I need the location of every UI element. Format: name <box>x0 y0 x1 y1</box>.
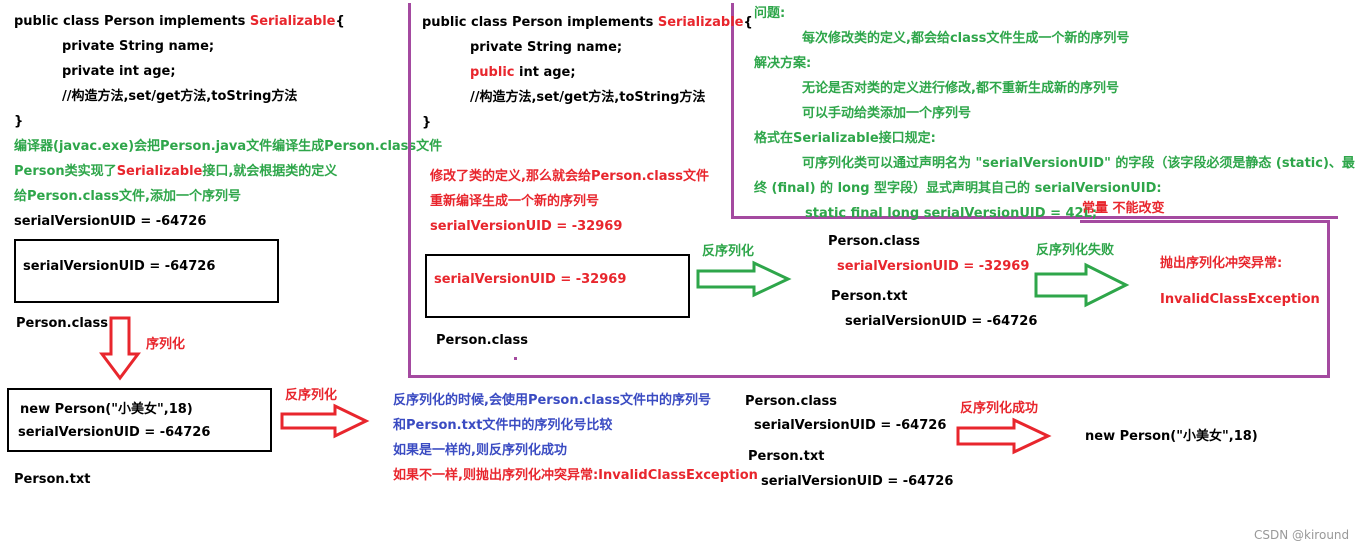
compile-note-line2-a: Person类实现了 <box>14 164 117 179</box>
deserialize-arrow-icon <box>280 403 370 439</box>
compile-note-line2: Person类实现了Serializable接口,就会根据类的定义 <box>14 164 337 180</box>
compile-note-line2-b: Serializable <box>116 164 203 179</box>
left-code-brace: { <box>335 14 345 29</box>
fail-label: 反序列化失败 <box>1036 243 1115 258</box>
mid-code-class-decl: public class Person implements <box>422 15 658 30</box>
mid-code-close: } <box>422 115 432 130</box>
compile-note-line1: 编译器(javac.exe)会把Person.java文件编译生成Person.… <box>14 139 443 154</box>
left-code-line4: //构造方法,set/get方法,toString方法 <box>62 89 298 104</box>
cmp-class-label: Person.class <box>828 234 921 249</box>
mid-deserialize-label: 反序列化 <box>702 244 755 259</box>
problem-label: 问题: <box>754 6 786 21</box>
mid-code-int-age: int age; <box>514 65 576 80</box>
ok-txt-uid: serialVersionUID = -64726 <box>761 474 954 489</box>
ok-class-uid: serialVersionUID = -64726 <box>754 418 947 433</box>
exception-line1: 抛出序列化冲突异常: <box>1160 256 1283 271</box>
mid-code-line1: public class Person implements Serializa… <box>422 15 753 31</box>
serialize-arrow-icon <box>99 316 141 381</box>
mid-class-box-uid: serialVersionUID = -32969 <box>434 272 627 287</box>
mid-note-uid: serialVersionUID = -32969 <box>430 219 623 234</box>
left-class-box <box>14 239 279 303</box>
success-label: 反序列化成功 <box>960 401 1039 416</box>
cmp-txt-label: Person.txt <box>831 289 908 304</box>
left-deserialize-label: 反序列化 <box>285 388 338 403</box>
mid-code-line2: private String name; <box>470 40 623 55</box>
compile-note-line3: 给Person.class文件,添加一个序列号 <box>14 189 241 204</box>
format-note: 常量 不能改变 <box>1082 201 1165 216</box>
success-arrow-icon <box>956 417 1052 455</box>
left-code-line1: public class Person implements Serializa… <box>14 14 345 30</box>
middle-frame-left <box>408 3 411 378</box>
problem-frame-stub <box>1080 220 1330 223</box>
left-code-close: } <box>14 114 24 129</box>
left-object-box <box>7 388 272 452</box>
problem-text: 每次修改类的定义,都会给class文件生成一个新的序列号 <box>802 31 1130 46</box>
left-class-label: Person.class <box>16 316 109 331</box>
mid-code-public: public <box>470 65 515 80</box>
format-code: static final long serialVersionUID = 42L… <box>805 206 1098 221</box>
mid-code-line4: //构造方法,set/get方法,toString方法 <box>470 90 706 105</box>
compile-note-line2-c: 接口,就会根据类的定义 <box>202 164 338 179</box>
format-label: 格式在Serializable接口规定: <box>754 131 936 146</box>
exception-line2: InvalidClassException <box>1160 292 1320 307</box>
purple-dot <box>514 357 517 360</box>
fail-arrow-icon <box>1034 262 1130 308</box>
left-txt-label: Person.txt <box>14 472 91 487</box>
left-class-box-uid: serialVersionUID = -64726 <box>23 259 216 274</box>
cmp-txt-uid: serialVersionUID = -64726 <box>845 314 1038 329</box>
mid-code-line3: public int age; <box>470 65 576 81</box>
serialize-label: 序列化 <box>146 337 186 352</box>
mid-note-line2: 重新编译生成一个新的序列号 <box>430 194 600 209</box>
solution-label: 解决方案: <box>754 56 812 71</box>
mid-class-label: Person.class <box>436 333 529 348</box>
watermark: CSDN @kiround <box>1254 528 1350 542</box>
left-object-line2: serialVersionUID = -64726 <box>18 425 211 440</box>
left-uid-text: serialVersionUID = -64726 <box>14 214 207 229</box>
problem-frame-bottom <box>731 216 1338 219</box>
left-object-line1: new Person("小美女",18) <box>20 402 193 417</box>
solution-text1: 无论是否对类的定义进行修改,都不重新生成新的序列号 <box>802 81 1119 96</box>
problem-frame-left <box>731 3 734 218</box>
cmp-class-uid: serialVersionUID = -32969 <box>837 259 1030 274</box>
mid-deserialize-arrow-icon <box>696 260 792 298</box>
left-code-line2: private String name; <box>62 39 215 54</box>
middle-frame-right <box>1327 220 1330 378</box>
left-code-line3: private int age; <box>62 64 176 79</box>
mid-code-brace: { <box>743 15 753 30</box>
explain-line2: 和Person.txt文件中的序列化号比较 <box>393 418 613 433</box>
mid-code-serializable: Serializable <box>657 15 744 30</box>
format-text1: 可序列化类可以通过声明名为 "serialVersionUID" 的字段（该字段… <box>802 156 1355 171</box>
ok-class-label: Person.class <box>745 394 838 409</box>
solution-text2: 可以手动给类添加一个序列号 <box>802 106 972 121</box>
mid-class-box <box>425 254 690 318</box>
explain-line4: 如果不一样,则抛出序列化冲突异常:InvalidClassException <box>393 468 758 483</box>
explain-line1: 反序列化的时候,会使用Person.class文件中的序列号 <box>393 393 711 408</box>
left-code-serializable: Serializable <box>249 14 336 29</box>
explain-line3: 如果是一样的,则反序列化成功 <box>393 443 567 458</box>
success-result: new Person("小美女",18) <box>1085 429 1258 444</box>
mid-note-line1: 修改了类的定义,那么就会给Person.class文件 <box>430 169 709 184</box>
ok-txt-label: Person.txt <box>748 449 825 464</box>
format-text2: 终 (final) 的 long 型字段）显式声明其自己的 serialVers… <box>754 181 1162 196</box>
middle-frame-bottom <box>408 375 1330 378</box>
left-code-class-decl: public class Person implements <box>14 14 250 29</box>
